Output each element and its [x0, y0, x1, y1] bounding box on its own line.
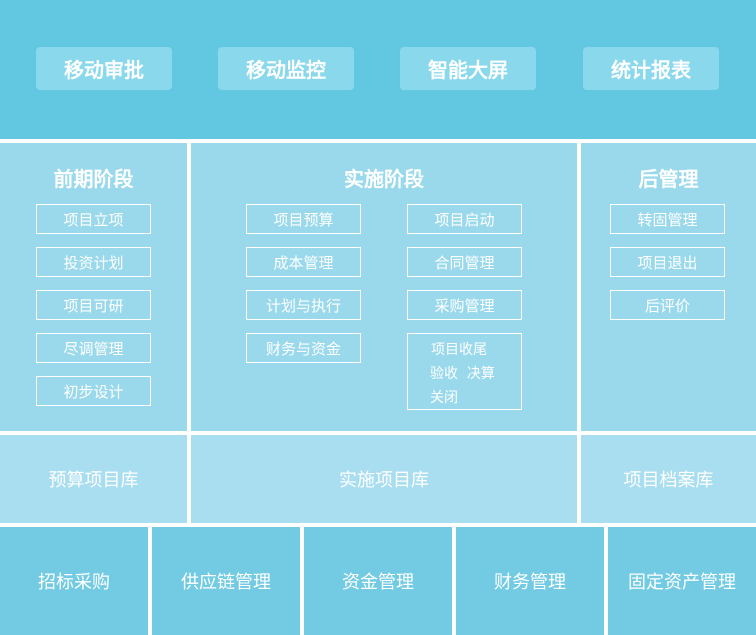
- stage-pre-title: 前期阶段: [53, 167, 134, 191]
- stage-post: 后管理 转固管理 项目退出 后评价: [581, 143, 756, 431]
- closing-line-3: 关闭: [430, 390, 458, 406]
- box-plan-execution[interactable]: 计划与执行: [246, 290, 361, 320]
- box-cost-management[interactable]: 成本管理: [246, 247, 361, 277]
- pill-mobile-approval[interactable]: 移动审批: [36, 47, 172, 90]
- stage-impl-title: 实施阶段: [344, 167, 424, 191]
- closing-line-1: 项目收尾: [431, 342, 487, 358]
- box-investment-plan[interactable]: 投资计划: [36, 247, 151, 277]
- lib-project-archives[interactable]: 项目档案库: [581, 435, 756, 523]
- box-feasibility-study[interactable]: 项目可研: [36, 290, 151, 320]
- module-tender-procurement[interactable]: 招标采购: [0, 527, 148, 635]
- stage-post-title: 后管理: [638, 167, 699, 191]
- box-project-budget[interactable]: 项目预算: [246, 204, 361, 234]
- box-asset-transfer[interactable]: 转固管理: [610, 204, 725, 234]
- top-band: 移动审批 移动监控 智能大屏 统计报表: [0, 0, 756, 139]
- pill-mobile-monitoring[interactable]: 移动监控: [218, 47, 354, 90]
- module-fixed-assets[interactable]: 固定资产管理: [608, 527, 756, 635]
- box-project-initiation[interactable]: 项目立项: [36, 204, 151, 234]
- lib-budget-projects[interactable]: 预算项目库: [0, 435, 187, 523]
- box-finance-funds[interactable]: 财务与资金: [246, 333, 361, 363]
- pill-statistics-report[interactable]: 统计报表: [583, 47, 719, 90]
- box-post-evaluation[interactable]: 后评价: [610, 290, 725, 320]
- lib-implementation-projects[interactable]: 实施项目库: [191, 435, 577, 523]
- box-contract-management[interactable]: 合同管理: [407, 247, 522, 277]
- box-preliminary-design[interactable]: 初步设计: [36, 376, 151, 406]
- stage-impl: 实施阶段 项目预算 成本管理 计划与执行 财务与资金 项目启动 合同管理 采购管…: [191, 143, 577, 431]
- closing-line-2: 验收 决算: [430, 366, 495, 382]
- module-finance-management[interactable]: 财务管理: [456, 527, 604, 635]
- pill-smart-screen[interactable]: 智能大屏: [400, 47, 536, 90]
- module-fund-management[interactable]: 资金管理: [304, 527, 452, 635]
- box-project-start[interactable]: 项目启动: [407, 204, 522, 234]
- box-project-closing[interactable]: 项目收尾 验收 决算 关闭: [407, 333, 522, 410]
- box-procurement-management[interactable]: 采购管理: [407, 290, 522, 320]
- box-project-exit[interactable]: 项目退出: [610, 247, 725, 277]
- stage-pre: 前期阶段 项目立项 投资计划 项目可研 尽调管理 初步设计: [0, 143, 187, 431]
- box-due-diligence[interactable]: 尽调管理: [36, 333, 151, 363]
- module-supply-chain[interactable]: 供应链管理: [152, 527, 300, 635]
